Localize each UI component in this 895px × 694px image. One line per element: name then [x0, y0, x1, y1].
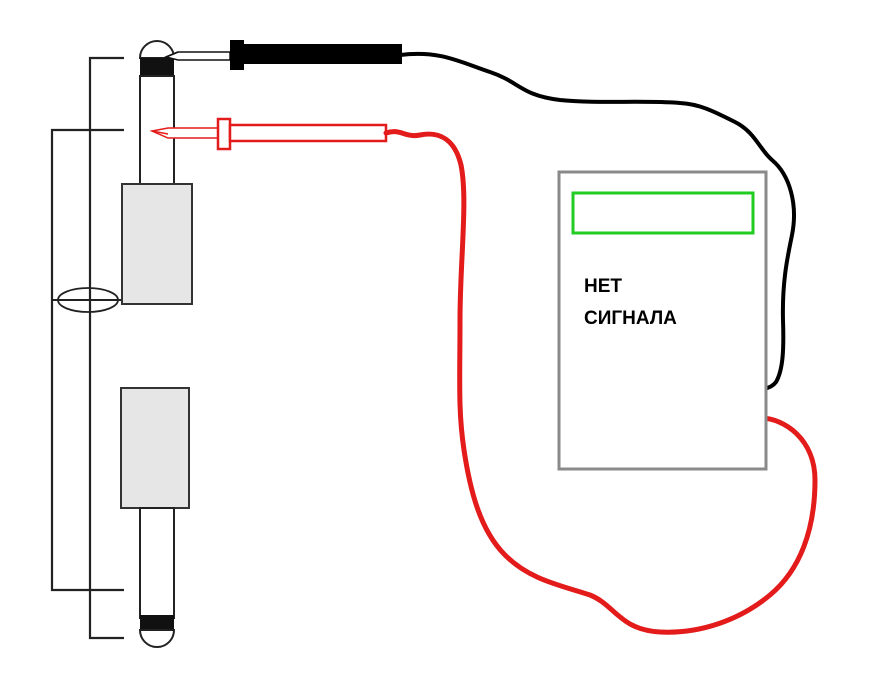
- red-lead-wire: [383, 129, 818, 635]
- black-probe: [163, 40, 402, 70]
- status-line-2: СИГНАЛА: [584, 308, 677, 329]
- status-line-1: НЕТ: [584, 276, 622, 297]
- red-probe: [149, 117, 388, 151]
- lamp-top-end: [138, 40, 176, 187]
- cable-loop: [57, 287, 119, 313]
- upper-gray-block: [121, 183, 193, 305]
- lamp-bottom-end: [138, 507, 176, 648]
- black-lead-wire: [398, 51, 796, 392]
- inner-bracket: [50, 128, 124, 592]
- multimeter-display: [571, 191, 755, 235]
- lower-gray-block: [120, 387, 190, 509]
- outer-bracket: [88, 56, 124, 640]
